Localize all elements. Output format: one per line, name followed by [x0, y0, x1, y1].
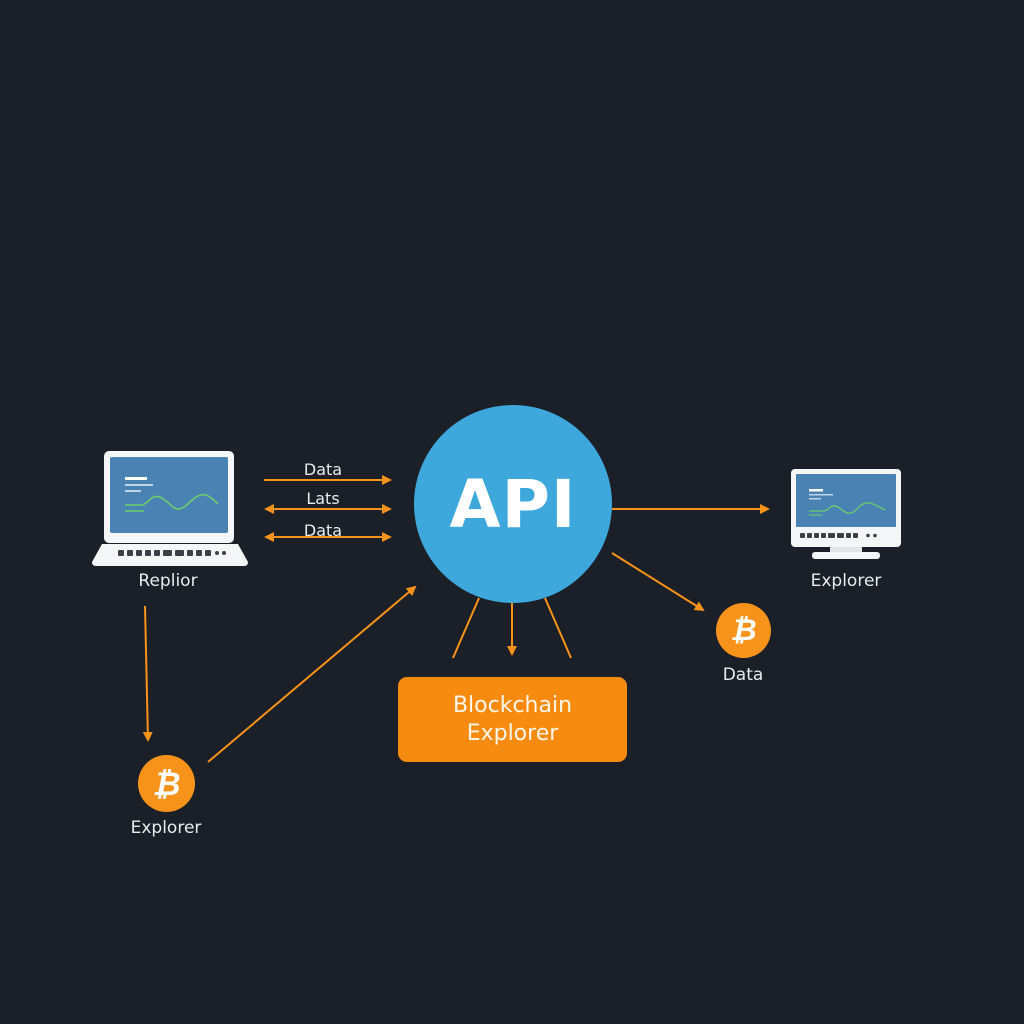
bitcoin-icon[interactable]: ₿ [716, 603, 771, 658]
arrow-label-lats: Lats [306, 489, 340, 508]
arrow-label-data-2: Data [303, 521, 343, 540]
explorer-box-line1: Blockchain [452, 692, 573, 718]
arrow-coin-to-api [207, 585, 417, 763]
bitcoin-symbol: ₿ [152, 764, 181, 803]
line-api-to-box-left [452, 597, 480, 659]
bitcoin-icon[interactable]: ₿ [138, 755, 195, 812]
api-node[interactable]: API [414, 405, 612, 603]
bitcoin-symbol: ₿ [730, 613, 757, 648]
api-label: API [449, 465, 577, 543]
monitor-icon[interactable] [790, 468, 902, 560]
coin-right-label: Data [722, 665, 764, 685]
monitor-label: Explorer [810, 571, 882, 591]
laptop-icon[interactable] [90, 450, 250, 568]
arrow-laptop-to-coin [142, 605, 153, 742]
laptop-label: Replior [138, 571, 198, 591]
coin-left-label: Explorer [130, 818, 202, 838]
blockchain-explorer-box[interactable]: Blockchain Explorer [398, 677, 627, 762]
line-api-to-box-right [544, 597, 572, 659]
explorer-box-line2: Explorer [466, 720, 559, 746]
arrow-label-data-1: Data [303, 460, 343, 479]
arrow-api-to-coin [611, 552, 705, 612]
